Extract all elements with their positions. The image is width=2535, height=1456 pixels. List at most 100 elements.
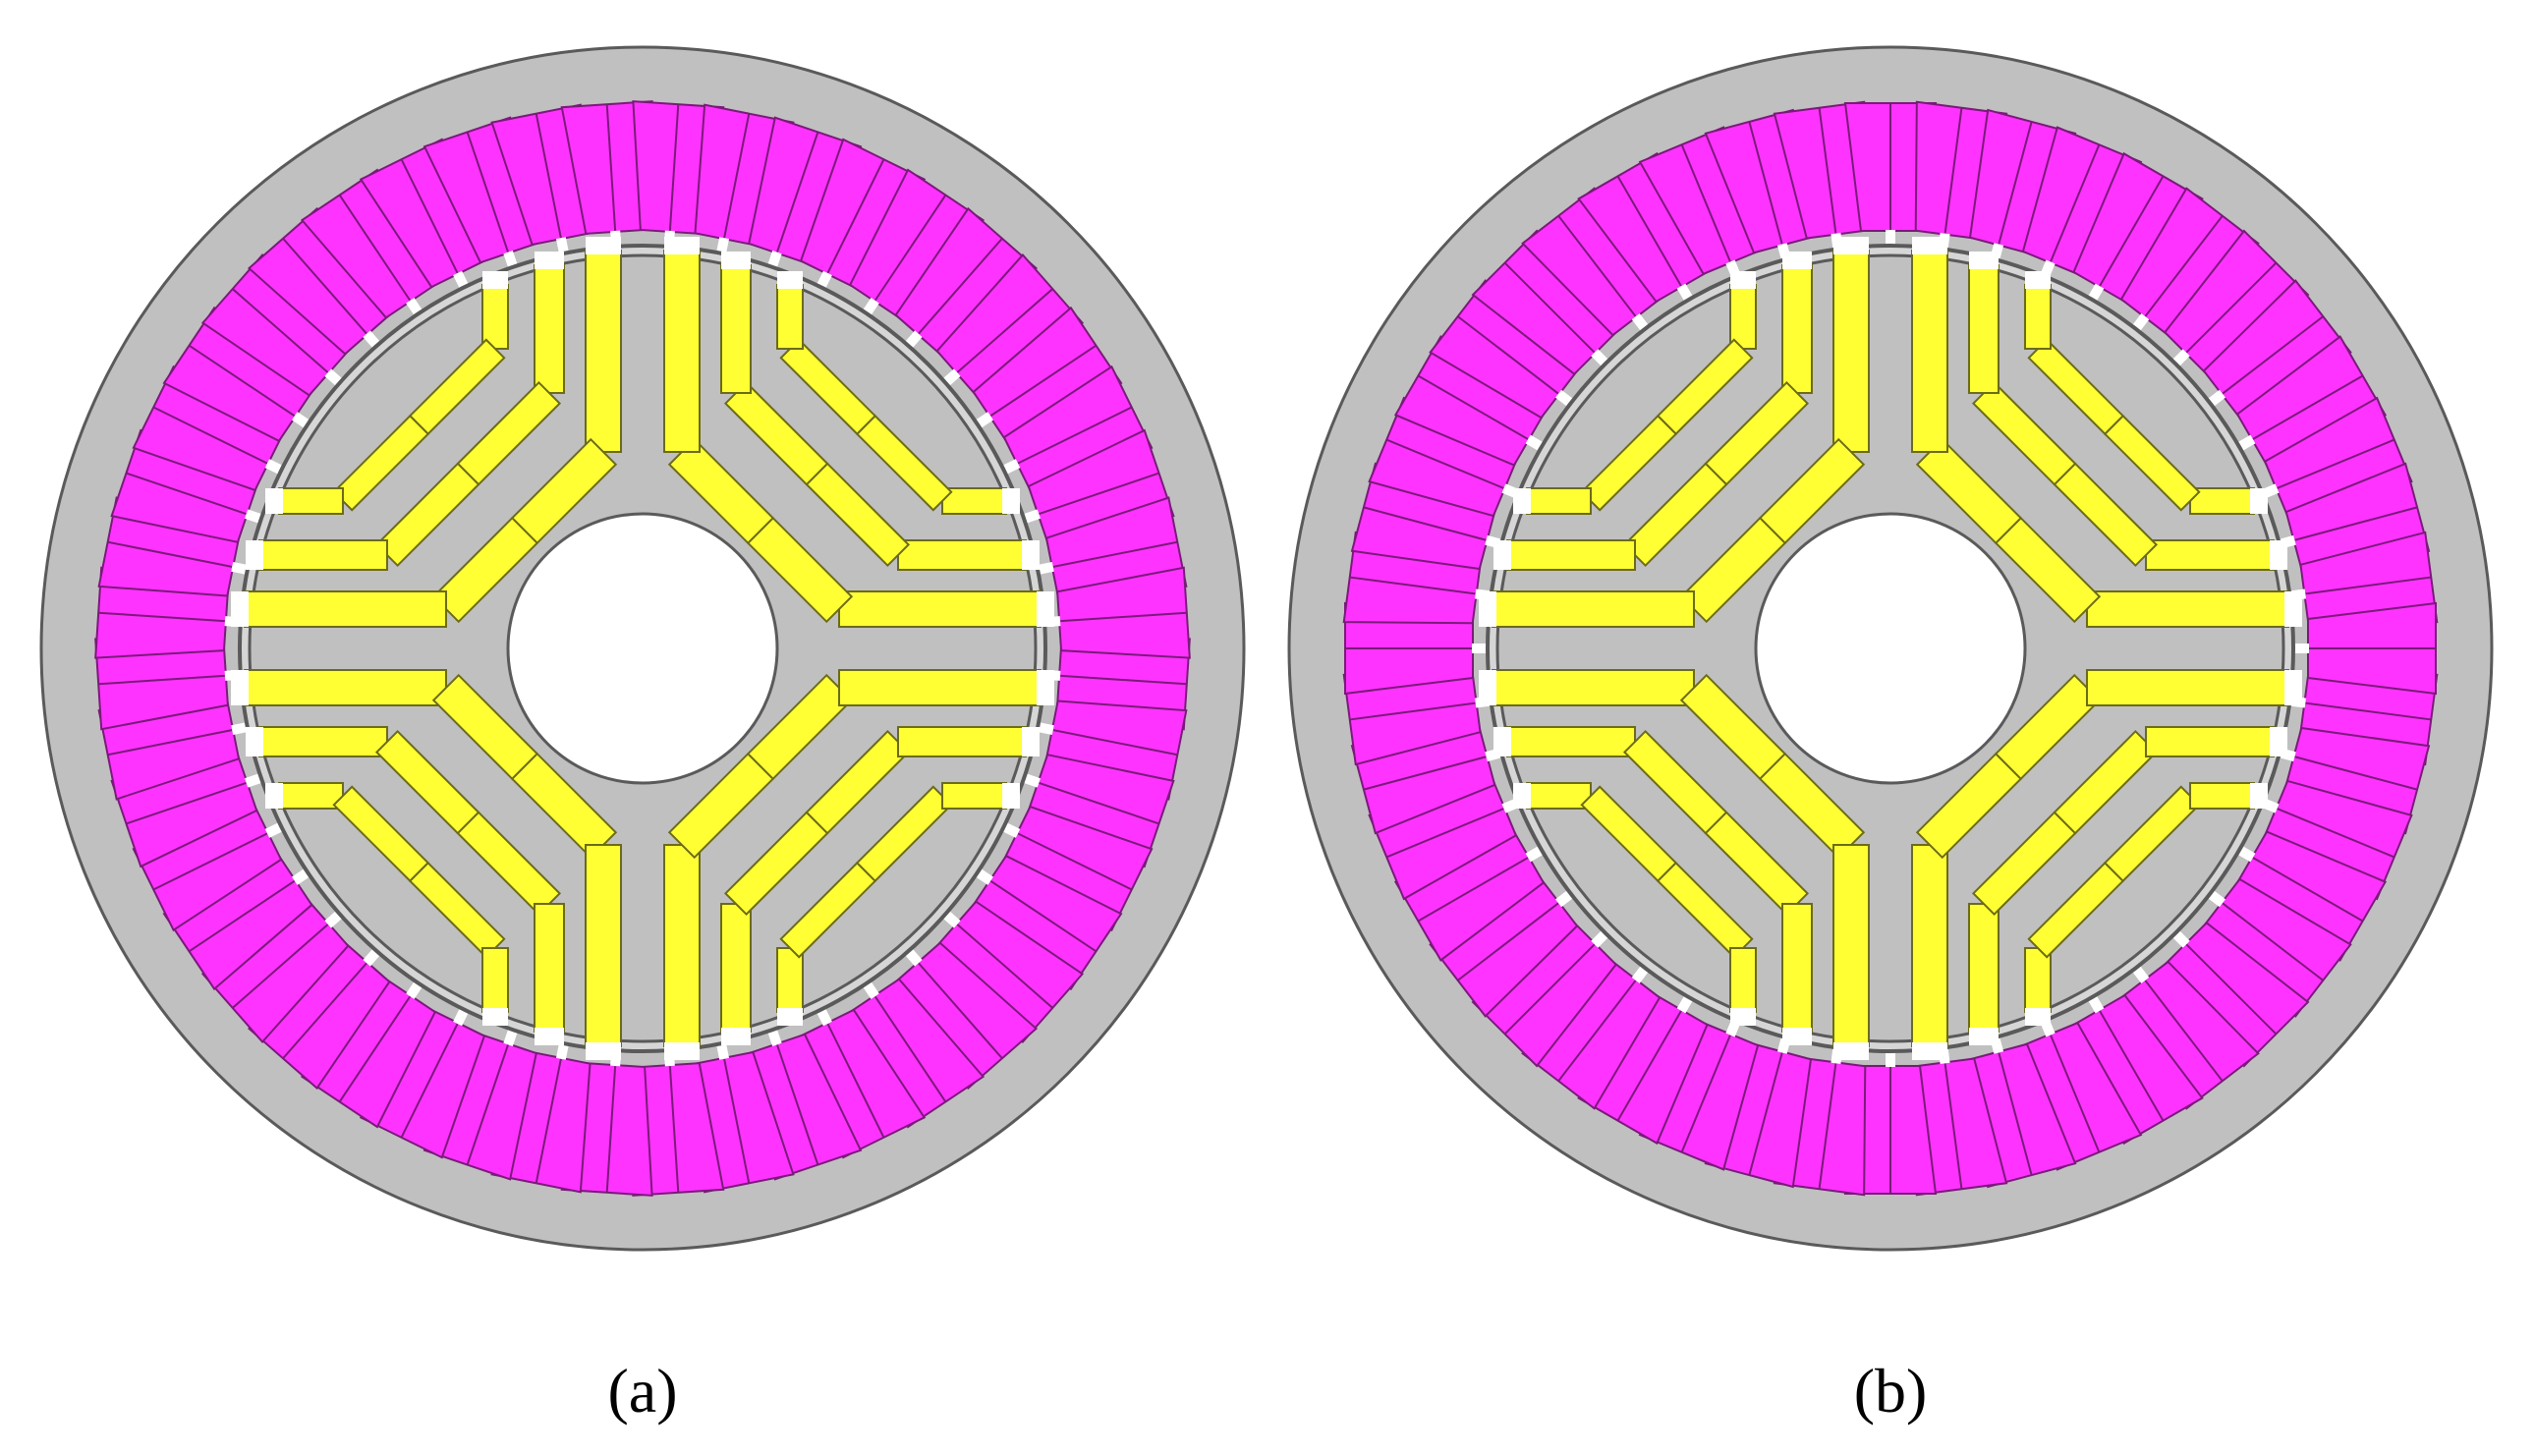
magnet-layer: [246, 726, 565, 1045]
flux-barrier: [777, 271, 803, 289]
winding-coil: [97, 496, 241, 597]
panel-a-shaft-hole: [506, 512, 779, 785]
coil-divider: [1680, 1034, 1732, 1153]
flux-barrier: [1782, 252, 1812, 269]
stator-slot-winding: [2021, 126, 2143, 280]
magnet-segment: [663, 250, 701, 453]
winding-coil: [200, 900, 350, 1044]
flux-barrier: [1912, 1042, 1947, 1060]
magnet-segment: [244, 669, 447, 706]
slot-opening: [2291, 644, 2309, 653]
stator-slot-winding: [2291, 601, 2437, 696]
coil-divider: [2221, 901, 2324, 981]
winding-coil: [1704, 1042, 1813, 1189]
coil-divider: [873, 194, 947, 303]
magnet-segment: [2086, 669, 2289, 706]
flux-barrier: [664, 237, 700, 254]
magnet-segment: [1968, 264, 2000, 394]
coil-divider: [466, 132, 510, 253]
magnet-layer: [246, 252, 565, 571]
magnet-segment: [244, 590, 447, 628]
stator-slot-winding: [1344, 601, 1490, 696]
winding-coil: [2072, 151, 2204, 304]
stator-slot-winding: [848, 978, 986, 1129]
coil-divider: [232, 288, 330, 374]
magnet-layer: [265, 271, 509, 515]
coil-divider: [1059, 674, 1187, 686]
coil-divider: [400, 1022, 459, 1139]
stator-slot-winding: [1843, 102, 1938, 248]
stator-slot-winding: [490, 103, 592, 256]
magnet-segment: [258, 726, 388, 757]
coil-divider: [1944, 1062, 1963, 1190]
magnet-layer: [1513, 271, 1757, 515]
magnet-segment: [838, 590, 1042, 628]
flux-barrier: [1513, 783, 1531, 809]
flux-barrier: [2270, 540, 2287, 570]
winding-coil: [1577, 151, 1709, 304]
magnet-segment: [1526, 487, 1592, 515]
magnet-segment: [585, 844, 622, 1047]
coil-divider: [400, 158, 459, 275]
winding-coil: [799, 138, 927, 289]
magnet-segment: [838, 669, 1042, 706]
stator-slot-winding: [97, 496, 251, 597]
coil-divider: [917, 238, 1003, 336]
coil-divider: [1051, 728, 1178, 756]
stator-slot-winding: [2163, 921, 2310, 1068]
flux-barrier: [586, 237, 621, 254]
winding-coil: [247, 206, 391, 356]
winding-coil: [2284, 726, 2431, 835]
winding-coil: [300, 168, 437, 319]
winding-coil: [200, 252, 350, 397]
coil-divider: [1457, 315, 1560, 396]
magnet-segment: [278, 487, 344, 515]
magnet-layer: [265, 782, 509, 1026]
stator-slot-winding: [1429, 279, 1579, 420]
stator-slot-winding: [2259, 779, 2413, 901]
magnet-segment: [534, 264, 565, 394]
coil-divider: [2049, 1034, 2101, 1153]
coil-divider: [232, 923, 330, 1009]
stator-slot-winding: [972, 306, 1123, 443]
flux-barrier: [777, 1008, 803, 1026]
stator-slot-winding: [422, 1026, 537, 1181]
winding-coil: [422, 1033, 537, 1181]
rotor-pole: [1911, 669, 2302, 1060]
winding-coil: [162, 854, 313, 991]
coil-divider: [1680, 143, 1732, 263]
magnet-layer: [1911, 669, 2302, 1060]
coil-divider: [2304, 701, 2432, 721]
rotor-pole: [1479, 237, 1870, 628]
stator-slot-winding: [1035, 496, 1188, 597]
panel-a-rotor-magnets: [231, 237, 1054, 1060]
magnet-segment: [258, 539, 388, 571]
magnet-segment: [2086, 590, 2289, 628]
magnet-segment: [1506, 726, 1636, 757]
coil-divider: [2251, 856, 2364, 923]
coil-divider: [2304, 576, 2432, 595]
magnet-segment: [1832, 250, 1870, 453]
flux-barrier: [535, 252, 564, 269]
winding-coil: [490, 103, 592, 247]
winding-coil: [694, 1050, 795, 1194]
coil-divider: [1038, 781, 1159, 825]
coil-divider: [1503, 942, 1597, 1036]
winding-coil: [2235, 335, 2388, 467]
coil-divider: [988, 344, 1098, 418]
magnet-layer: [1479, 237, 1870, 628]
flux-barrier: [246, 727, 263, 756]
stator-slot-winding: [2072, 992, 2204, 1146]
winding-coil: [2263, 779, 2413, 901]
stator-slot-winding: [1393, 335, 1547, 467]
magnet-layer: [231, 237, 622, 628]
coil-divider: [1616, 175, 1683, 288]
coil-divider: [2143, 215, 2224, 318]
winding-coil: [1393, 335, 1546, 467]
panel-b-motor: [1287, 45, 2494, 1252]
winding-coil: [1521, 187, 1662, 337]
coil-divider: [2184, 942, 2278, 1036]
magnet-layer: [1479, 669, 1870, 1060]
flux-barrier: [586, 1042, 621, 1060]
flux-barrier: [231, 670, 249, 705]
